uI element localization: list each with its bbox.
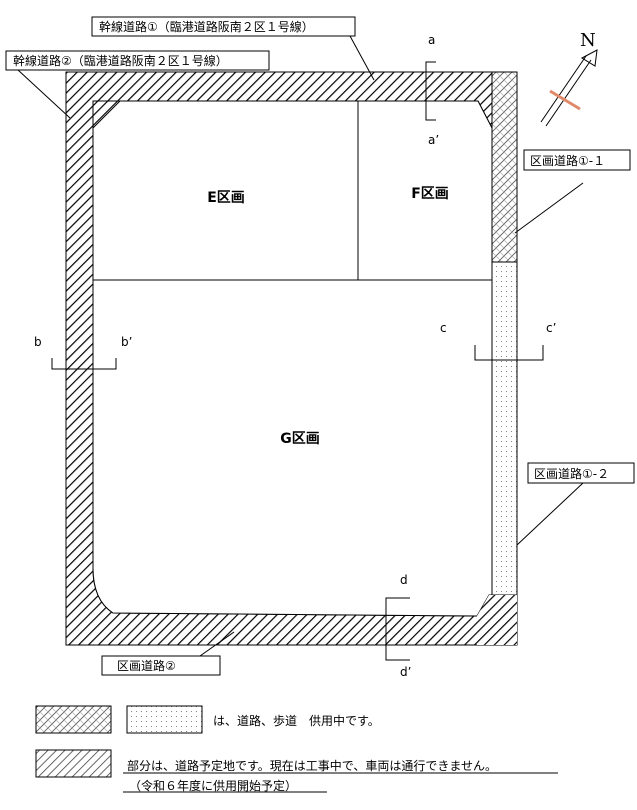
legend-in-service-text: は、道路、歩道 供用中です。 [213, 714, 380, 728]
district-road-1-1-label: 区画道路①-１ [530, 153, 605, 168]
callout-box-district-2 [101, 655, 221, 676]
callout-box-district-1-2 [527, 462, 635, 484]
north-arrow-icon: N [540, 30, 598, 127]
section-a-bracket [425, 61, 436, 121]
leader-trunk-2 [17, 69, 71, 119]
chamfer-top-left [92, 100, 122, 130]
section-d-label: d [400, 573, 408, 587]
legend-planned-swatch [35, 749, 112, 778]
section-c-prime-label: c’ [546, 321, 556, 335]
leader-district-2 [199, 631, 235, 657]
callout-box-trunk-2 [5, 50, 270, 71]
legend-planned-text-2: （令和６年度に供用開始予定） [129, 779, 298, 793]
leader-trunk-1 [349, 35, 375, 81]
callout-box-trunk-1 [91, 16, 356, 37]
leader-district-1-2 [516, 482, 584, 546]
trunk-road-2-label: 幹線道路②（臨港道路阪南２区１号線） [13, 53, 228, 68]
district-road-1-1-strip [491, 71, 518, 263]
north-label: N [580, 30, 596, 51]
section-c-label: c [440, 321, 447, 335]
district-road-1-2-label: 区画道路①-２ [534, 466, 609, 481]
road-corner-bottom-right [477, 595, 517, 645]
section-a-prime-label: a’ [428, 133, 439, 147]
section-a-label: a [428, 33, 435, 47]
legend-crosshatch-swatch [35, 705, 112, 734]
legend-planned-text-1: 部分は、道路予定地です。現在は工事中で、車両は通行できません。 [127, 759, 497, 773]
section-b-label: b [34, 335, 42, 349]
block-f-label: F区画 [411, 186, 449, 202]
district-road-1-2-strip [491, 261, 518, 596]
trunk-road-1-label: 幹線道路①（臨港道路阪南２区１号線） [99, 19, 314, 34]
section-d-bracket [385, 597, 410, 661]
section-d-prime-label: d’ [400, 665, 411, 679]
section-c-bracket [474, 345, 544, 361]
leader-district-1-1 [514, 182, 584, 234]
legend-dots-swatch [126, 705, 203, 734]
section-b-bracket [51, 358, 117, 370]
district-road-2-label: 区画道路② [117, 658, 176, 673]
block-e-label: E区画 [207, 190, 245, 206]
section-b-prime-label: b’ [121, 335, 132, 349]
block-g-label: G区画 [280, 431, 320, 447]
callout-box-district-1-1 [523, 149, 631, 171]
block-area [92, 100, 493, 617]
